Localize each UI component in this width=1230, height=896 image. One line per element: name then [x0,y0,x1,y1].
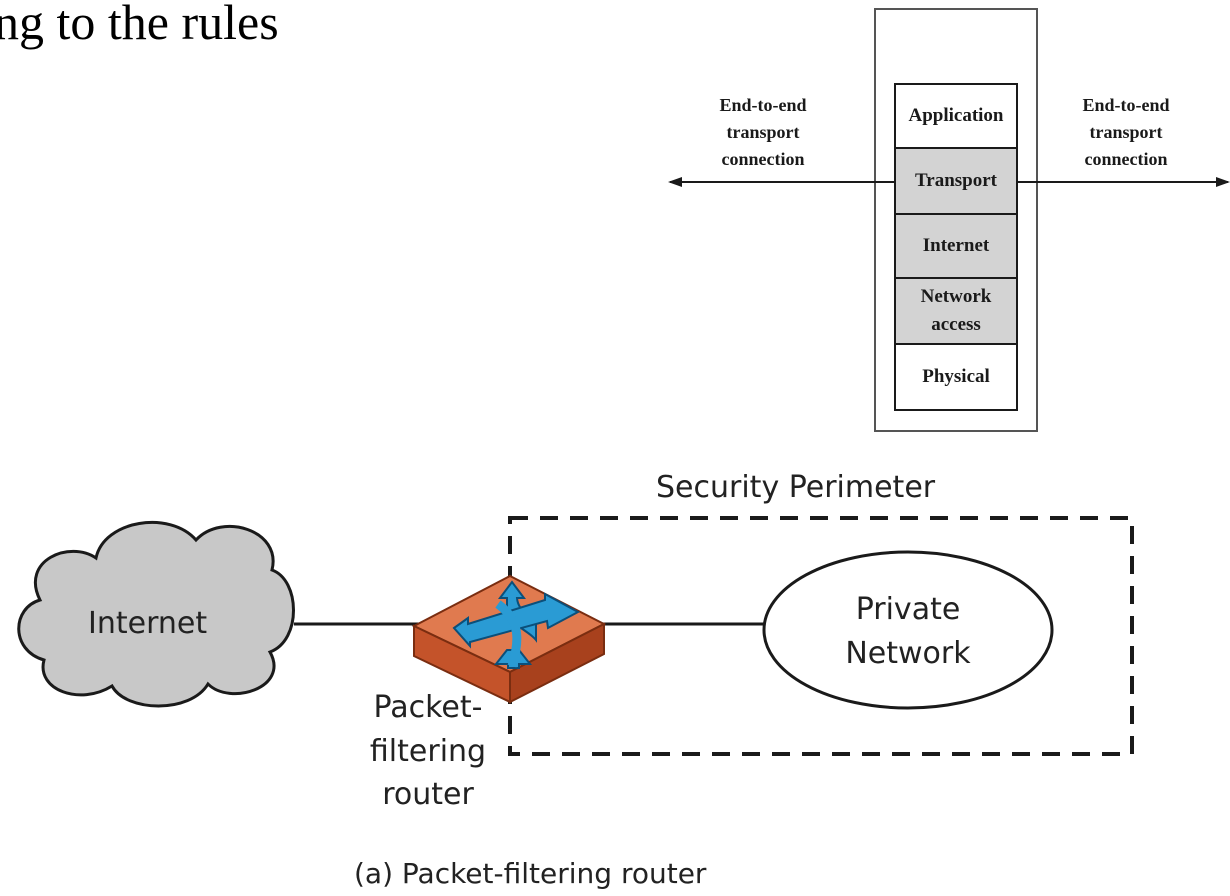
internet-label: Internet [88,606,208,641]
layer-transport: Transport [894,147,1018,215]
layer-network-access: Network access [894,277,1018,345]
layer-physical: Physical [894,343,1018,411]
layer-transport-label: Transport [915,170,997,192]
slide-heading-fragment: ng to the rules [0,0,279,50]
private-network-ellipse [762,550,1054,710]
right-connection-label: End-to-end transport connection [1082,95,1170,169]
layer-network-access-label: Network access [920,286,992,335]
internet-cloud [17,520,295,708]
left-connection-label: End-to-end transport connection [719,95,807,169]
layer-application-label: Application [908,105,1004,127]
router-icon [411,574,607,704]
layer-internet-label: Internet [922,235,990,257]
security-perimeter-label: Security Perimeter [656,470,936,505]
private-network-label: Private Network [845,592,971,671]
crossing-arrows-icon [452,580,581,669]
layer-physical-label: Physical [922,366,990,388]
figure-caption: (a) Packet-filtering router [354,857,707,890]
router-label: Packet-filtering router [369,690,487,812]
